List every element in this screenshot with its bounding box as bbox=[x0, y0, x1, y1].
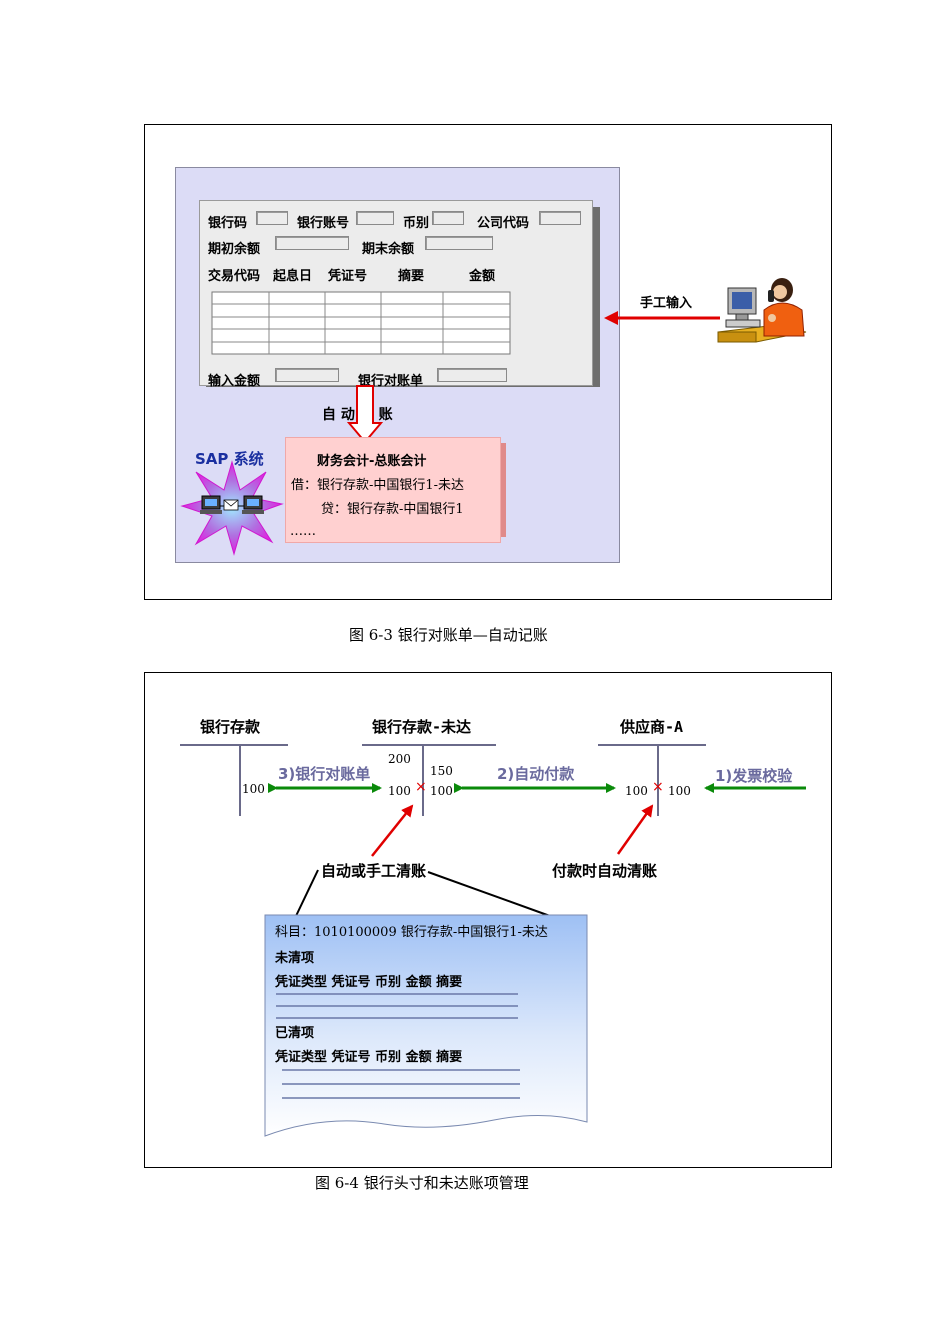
pending-debit-value: 100 bbox=[388, 784, 411, 798]
currency-label: 币别 bbox=[403, 216, 430, 231]
t-accounts bbox=[180, 744, 706, 816]
sap-network-icon bbox=[180, 460, 284, 556]
pending-credit-value: 100 bbox=[430, 784, 453, 798]
closing-balance-label: 期末余额 bbox=[362, 242, 415, 257]
bank-account-label: 银行账号 bbox=[297, 216, 350, 231]
col-summary: 摘要 bbox=[398, 269, 425, 284]
bank-account-field[interactable] bbox=[356, 211, 394, 225]
opening-balance-field[interactable] bbox=[275, 236, 349, 250]
vendor-clear-mark: × bbox=[652, 779, 664, 795]
manual-input-arrow-icon bbox=[604, 311, 720, 325]
flow-invoice-verify-label: 1)发票校验 bbox=[715, 767, 793, 785]
col-transaction-code: 交易代码 bbox=[208, 269, 261, 284]
doc-account-line: 科目：1010100009 银行存款-中国银行1-未达 bbox=[275, 925, 548, 940]
doc-cleared-items-headers: 凭证类型 凭证号 币别 金额 摘要 bbox=[275, 1050, 463, 1065]
account-bank-pending-title: 银行存款-未达 bbox=[372, 718, 472, 736]
bank-statement-field[interactable] bbox=[437, 368, 507, 382]
input-amount-field[interactable] bbox=[275, 368, 339, 382]
statement-grid bbox=[211, 291, 511, 355]
auto-or-manual-clear-label: 自动或手工清账 bbox=[321, 862, 427, 880]
figure-6-3-caption: 图 6-3 银行对账单—自动记账 bbox=[349, 626, 548, 644]
currency-field[interactable] bbox=[432, 211, 464, 225]
vendor-credit-value: 100 bbox=[668, 784, 691, 798]
pending-credit-top-value: 150 bbox=[430, 764, 453, 778]
bank-code-field[interactable] bbox=[256, 211, 288, 225]
auto-post-arrow-icon bbox=[347, 385, 383, 444]
bank-code-label: 银行码 bbox=[208, 216, 248, 231]
doc-open-items-headers: 凭证类型 凭证号 币别 金额 摘要 bbox=[275, 975, 463, 990]
sap-system-label: SAP 系统 bbox=[195, 450, 264, 468]
gl-box-debit: 借：银行存款-中国银行1-未达 bbox=[291, 478, 465, 493]
gl-box-credit: 贷：银行存款-中国银行1 bbox=[321, 502, 464, 517]
pending-clear-mark: × bbox=[415, 779, 427, 795]
flow-bank-statement-label: 3)银行对账单 bbox=[278, 765, 371, 783]
gl-box-title: 财务会计-总账会计 bbox=[317, 454, 427, 469]
flow-auto-payment-label: 2)自动付款 bbox=[497, 765, 575, 783]
input-amount-label: 输入金额 bbox=[208, 374, 261, 389]
account-vendor-title: 供应商-A bbox=[620, 718, 684, 736]
operator-at-computer-icon bbox=[717, 278, 807, 343]
col-amount: 金额 bbox=[469, 269, 496, 284]
col-value-date: 起息日 bbox=[273, 269, 313, 284]
pending-debit-top-value: 200 bbox=[388, 752, 411, 766]
col-voucher-no: 凭证号 bbox=[328, 269, 368, 284]
company-code-label: 公司代码 bbox=[477, 216, 530, 231]
auto-clear-on-payment-label: 付款时自动清账 bbox=[552, 862, 658, 880]
doc-open-items-label: 未清项 bbox=[275, 951, 315, 966]
figure-6-4-caption: 图 6-4 银行头寸和未达账项管理 bbox=[315, 1174, 529, 1192]
open-items-document bbox=[264, 914, 588, 1137]
closing-balance-field[interactable] bbox=[425, 236, 493, 250]
bank-statement-label: 银行对账单 bbox=[358, 374, 424, 389]
doc-cleared-items-label: 已清项 bbox=[275, 1026, 315, 1041]
opening-balance-label: 期初余额 bbox=[208, 242, 261, 257]
company-code-field[interactable] bbox=[539, 211, 581, 225]
manual-input-label: 手工输入 bbox=[640, 296, 693, 311]
account-bank-title: 银行存款 bbox=[200, 718, 261, 736]
gl-box bbox=[285, 437, 501, 543]
gl-box-ellipsis: …… bbox=[290, 524, 316, 539]
bank-credit-value: 100 bbox=[242, 782, 265, 796]
vendor-debit-value: 100 bbox=[625, 784, 648, 798]
